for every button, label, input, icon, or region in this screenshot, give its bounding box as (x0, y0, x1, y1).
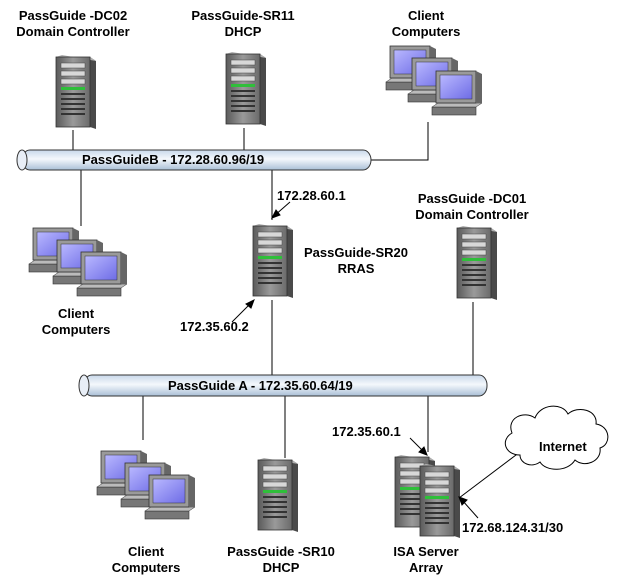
dc02-server-icon (55, 54, 97, 130)
sr10-name: PassGuide -SR10 (227, 544, 335, 559)
sr11-server-icon (225, 51, 267, 127)
network-a-backbone (78, 374, 488, 397)
dc02-label: PassGuide -DC02 Domain Controller (16, 8, 129, 40)
sr20-label: PassGuide-SR20 RRAS (304, 245, 408, 277)
isa-ip-ext: 172.68.124.31/30 (462, 520, 564, 535)
dc02-name: PassGuide -DC02 (18, 8, 128, 23)
clients-top-right-line2: Computers (391, 24, 461, 39)
clients-bottom-icon (96, 450, 196, 520)
sr20-ip-a: 172.35.60.2 (180, 319, 249, 334)
clients-left-label: Client Computers (42, 306, 111, 338)
sr20-role: RRAS (337, 261, 375, 276)
sr10-role: DHCP (262, 560, 300, 575)
sr11-role: DHCP (224, 24, 262, 39)
clients-bottom-line2: Computers (111, 560, 181, 575)
isa-line2: Array (409, 560, 443, 575)
sr10-server-icon (257, 457, 299, 533)
sr11-label: PassGuide-SR11 DHCP (191, 8, 294, 40)
clients-top-right-line1: Client (407, 8, 445, 23)
isa-server-front-icon (419, 463, 461, 539)
isa-line1: ISA Server (393, 544, 459, 559)
clients-left-line2: Computers (41, 322, 111, 337)
sr20-ip-b: 172.28.60.1 (277, 188, 346, 203)
isa-label: ISA Server Array (393, 544, 458, 576)
network-b-label: PassGuideB - 172.28.60.96/19 (82, 152, 265, 167)
clients-left-icon (28, 227, 128, 297)
dc02-role: Domain Controller (16, 24, 130, 39)
sr20-name: PassGuide-SR20 (303, 245, 409, 260)
internet-cloud-icon (504, 405, 609, 470)
dc01-role: Domain Controller (415, 207, 529, 222)
sr10-label: PassGuide -SR10 DHCP (227, 544, 335, 576)
dc01-server-icon (456, 225, 498, 301)
isa-ip-a: 172.35.60.1 (332, 424, 401, 439)
dc01-name: PassGuide -DC01 (417, 191, 527, 206)
clients-bottom-line1: Client (127, 544, 165, 559)
network-b-backbone (16, 149, 372, 171)
clients-left-line1: Client (57, 306, 95, 321)
sr11-name: PassGuide-SR11 (191, 8, 295, 23)
clients-bottom-label: Client Computers (112, 544, 181, 576)
network-a-label: PassGuide A - 172.35.60.64/19 (168, 378, 353, 393)
dc01-label: PassGuide -DC01 Domain Controller (415, 191, 528, 223)
clients-top-right-label: Client Computers (392, 8, 461, 40)
clients-top-right-icon (385, 45, 483, 116)
ip-arrows (231, 201, 479, 519)
connection-lines (72, 122, 521, 499)
sr20-server-icon (252, 223, 294, 299)
internet-label: Internet (539, 439, 587, 454)
